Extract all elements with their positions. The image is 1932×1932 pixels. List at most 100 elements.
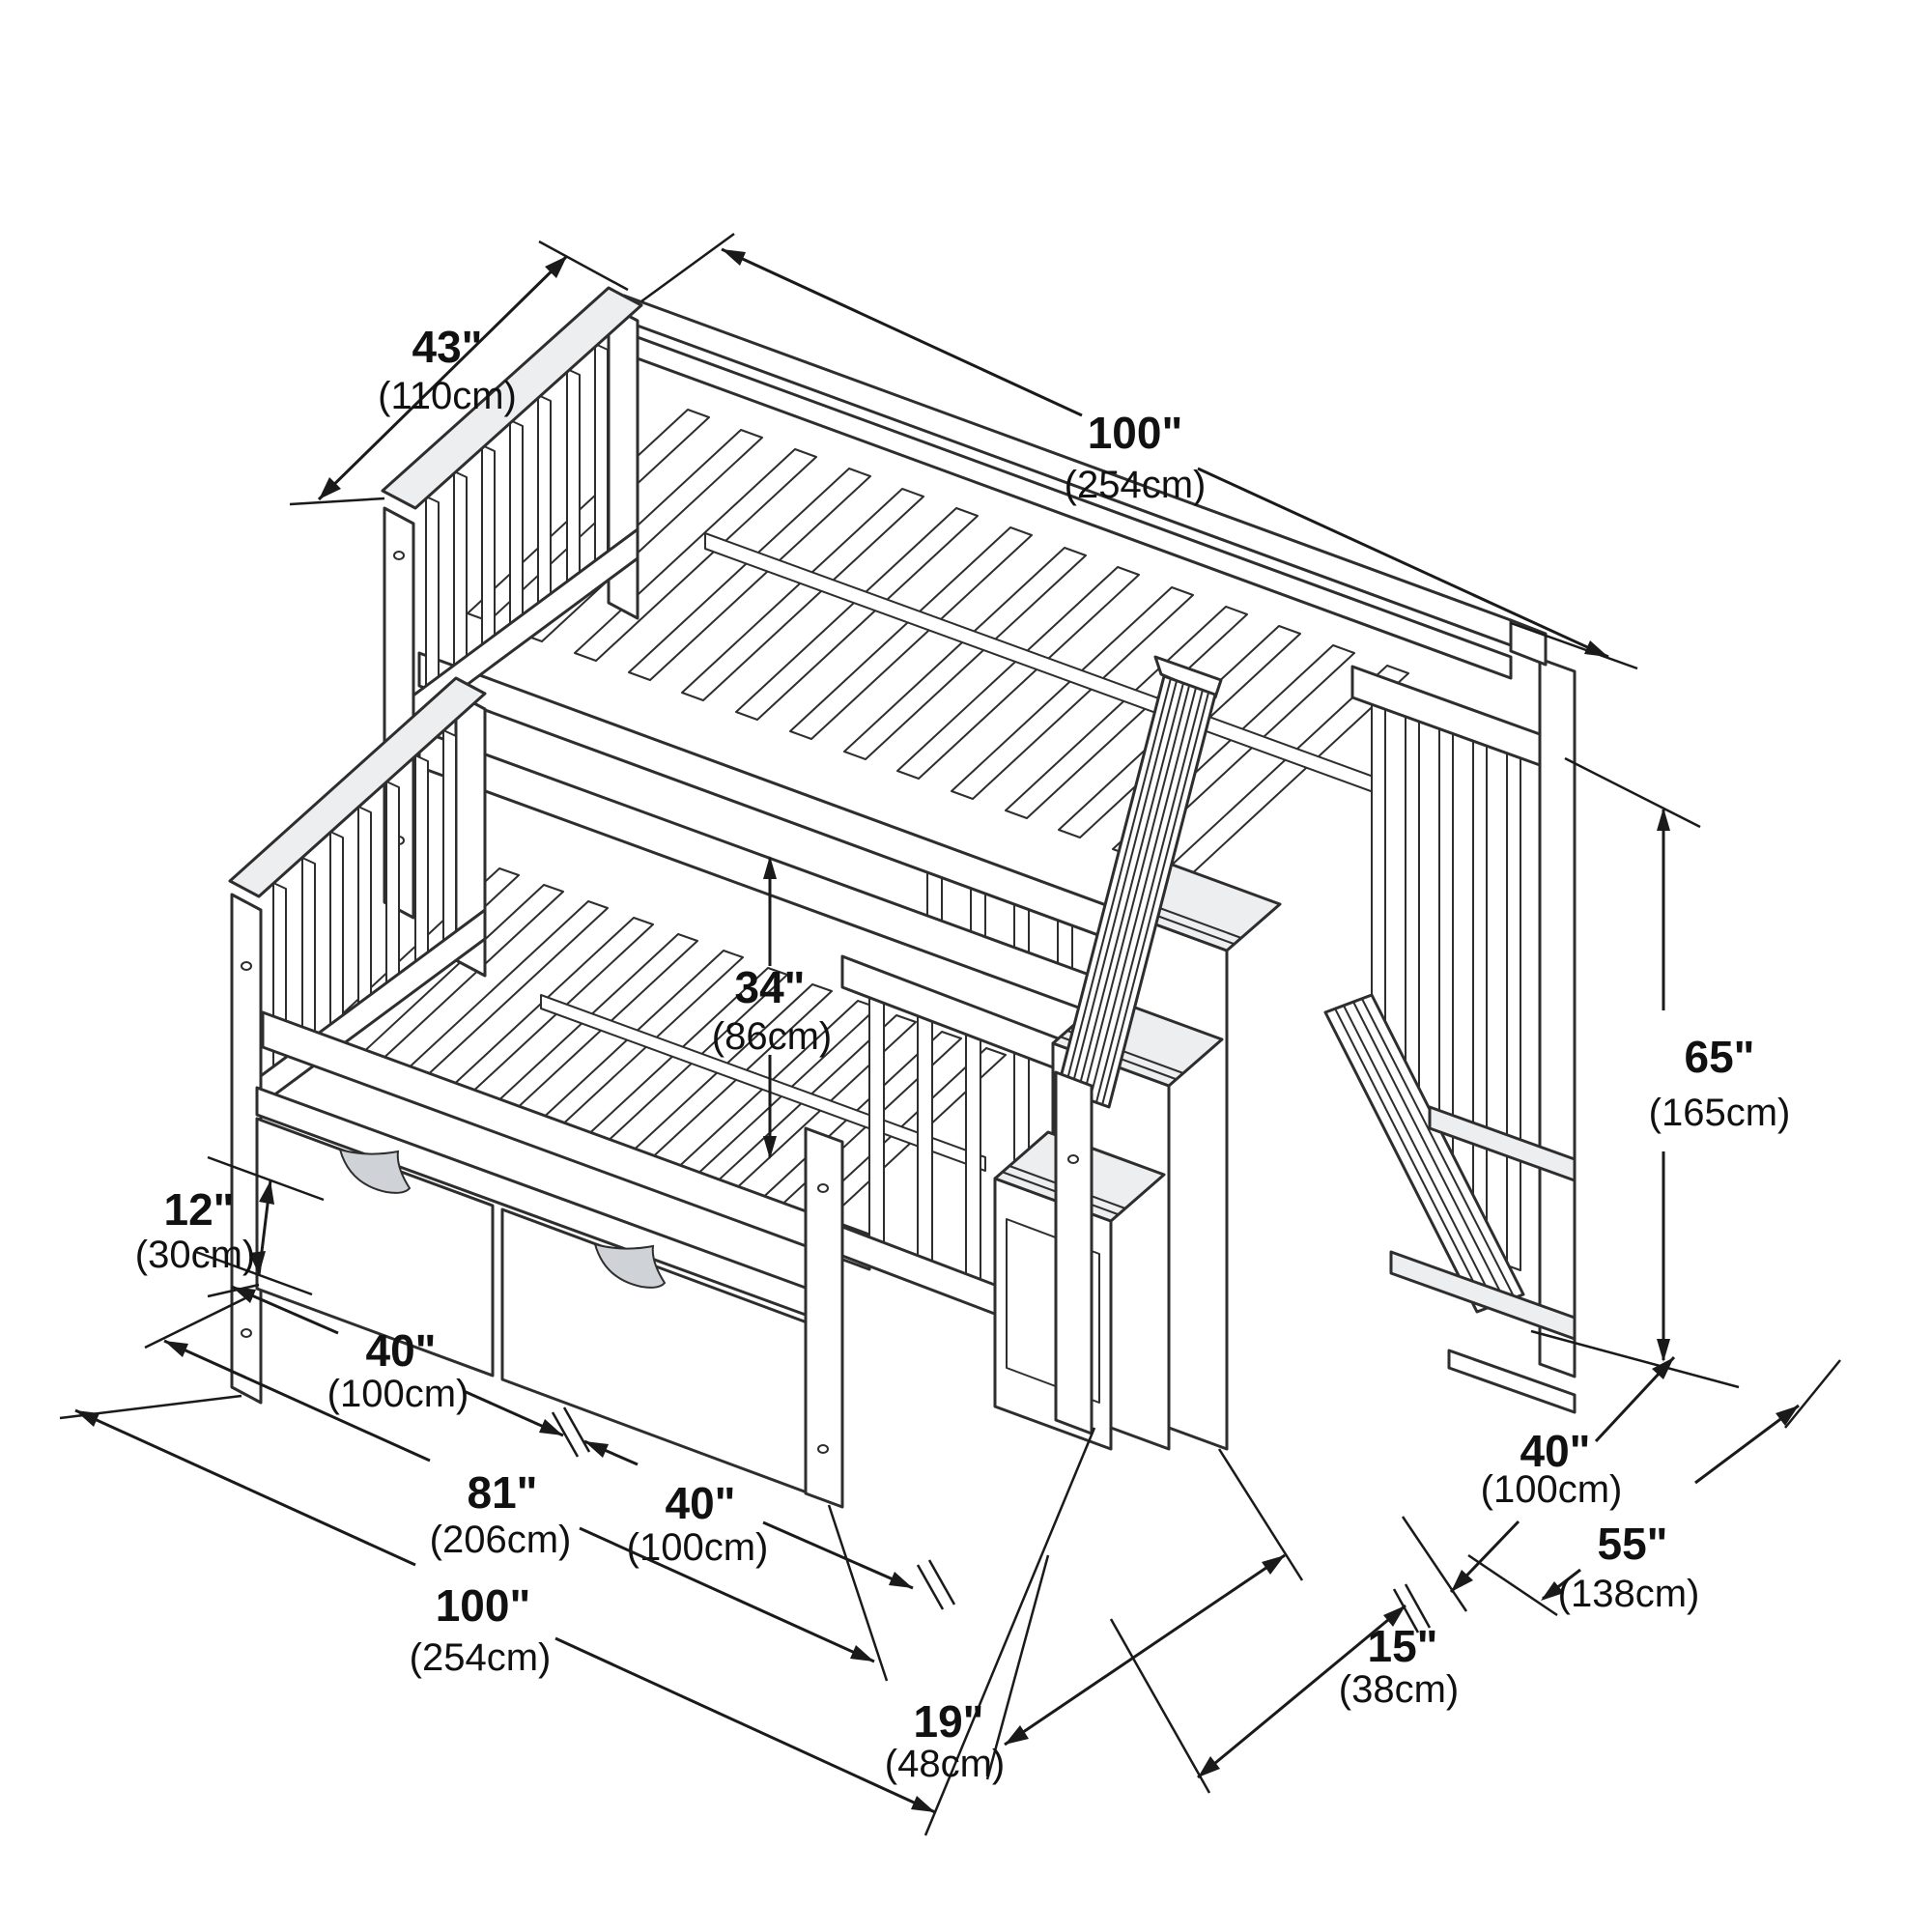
arrowhead: [164, 1341, 188, 1357]
dimension-label-cm: (206cm): [430, 1519, 572, 1561]
dimension-label-inches: 15": [1368, 1621, 1438, 1671]
extension-line: [1401, 1516, 1468, 1612]
newel-post: [1054, 1070, 1094, 1435]
stair-far-banister: [1323, 993, 1525, 1314]
dimension-bed-length: 81" (206cm): [144, 1293, 889, 1682]
extension-line: [927, 1559, 956, 1605]
headboard-baluster: [329, 831, 344, 1032]
dimension-label-cm: (254cm): [1065, 464, 1207, 506]
dimension-label-cm: (100cm): [1481, 1468, 1623, 1511]
slat: [951, 586, 1194, 800]
dimension-label-cm: (100cm): [627, 1526, 769, 1569]
screw-hole: [241, 961, 252, 971]
drawer-2-handle: [593, 1242, 667, 1289]
dimension-label-inches: 43": [412, 322, 483, 372]
extension-line: [144, 1293, 254, 1350]
arrowhead: [763, 856, 777, 879]
banister-slat-line: [1095, 689, 1204, 1103]
extension-line: [1404, 1583, 1432, 1629]
slat: [735, 507, 979, 721]
gate-baluster: [1013, 903, 1030, 954]
extension-line: [551, 1411, 580, 1458]
dimension-label-inches: 100": [436, 1580, 531, 1631]
headboard-cap: [228, 676, 487, 898]
extension-line: [1564, 756, 1701, 829]
dimension-overall-height: 65" (165cm): [1530, 756, 1790, 1389]
dimension-headboard-width: 43" (110cm): [289, 240, 629, 506]
stair-far-baluster: [1506, 753, 1521, 1271]
arrowhead: [722, 249, 746, 266]
dimension-line: [74, 1408, 416, 1567]
headboard-baluster: [537, 394, 552, 610]
headboard-baluster: [385, 781, 400, 990]
dimension-label-inches: 40": [366, 1325, 437, 1376]
dimension-line: [163, 1339, 431, 1463]
extension-line: [985, 1554, 1050, 1780]
arrowhead: [911, 1796, 935, 1812]
drawer-1-front: [255, 1117, 495, 1378]
arrowhead: [1584, 640, 1608, 657]
dimension-label-cm: (38cm): [1339, 1668, 1459, 1711]
banister-slat-line: [1069, 680, 1178, 1094]
arrowhead: [319, 477, 341, 499]
stair-near-banister: [1054, 655, 1223, 1435]
banister-band: [1323, 993, 1525, 1314]
extension-line: [916, 1564, 945, 1610]
extension-line: [1109, 1618, 1211, 1794]
dimension-label-inches: 40": [1520, 1426, 1591, 1476]
banister-slat-line: [1082, 685, 1190, 1099]
dimension-line: [554, 1636, 936, 1814]
banister-slat-line: [1076, 682, 1184, 1096]
banister-slat-line: [1089, 687, 1197, 1101]
dimension-overall-length-bottom: 100" (254cm): [59, 1394, 1096, 1836]
arrowhead: [1198, 1756, 1220, 1777]
headboard-cap: [381, 286, 643, 510]
dimension-step-depth: 15" (38cm): [1109, 1583, 1459, 1794]
dimension-line: [721, 247, 1083, 417]
headboard-baluster: [301, 857, 316, 1052]
extension-line: [207, 1283, 260, 1298]
gate-baluster: [868, 997, 885, 1244]
stair-far-baluster: [1472, 740, 1488, 1223]
arrowhead: [584, 1441, 609, 1458]
headboard-baluster: [566, 368, 581, 588]
banister-slat-line: [1352, 1001, 1506, 1302]
dimension-line: [579, 1526, 875, 1663]
headboard-baluster: [509, 419, 524, 631]
arrowhead: [1005, 1725, 1029, 1745]
screw-hole: [1067, 1154, 1079, 1164]
dimension-overall-length-top: 100" (254cm): [640, 232, 1638, 670]
arrowhead: [1657, 808, 1670, 831]
slat: [843, 547, 1087, 760]
dimension-staircase-depth: 19" (48cm): [885, 1448, 1304, 1785]
dimension-line: [1197, 467, 1609, 659]
arrowhead: [763, 1136, 777, 1159]
dimension-label-inches: 40": [666, 1478, 736, 1528]
dimension-drawer1-width: 40" (100cm): [207, 1283, 591, 1458]
dimension-label-inches: 19": [914, 1696, 984, 1747]
headboard-baluster: [357, 806, 372, 1010]
stair-far-baluster: [1438, 727, 1454, 1176]
arrowhead: [1541, 1581, 1564, 1601]
arrowhead: [889, 1572, 913, 1588]
dimension-label-cm: (138cm): [1558, 1573, 1700, 1615]
headboard-baluster: [481, 444, 496, 651]
extension-line: [1530, 1329, 1740, 1389]
dimension-label-cm: (100cm): [327, 1373, 469, 1415]
banister-slat-line: [1101, 692, 1209, 1106]
dimension-label-inches: 12": [164, 1184, 235, 1235]
side-rail: [261, 1010, 871, 1271]
slat: [681, 488, 924, 701]
arrowhead: [1776, 1406, 1799, 1426]
stair-far-rail: [1350, 665, 1542, 767]
arrowhead: [539, 1419, 563, 1435]
slat: [628, 468, 871, 681]
dimension-label-inches: 34": [735, 962, 806, 1012]
dimension-label-cm: (30cm): [135, 1234, 255, 1276]
dimension-overall-width: 55" (138cm): [1467, 1359, 1841, 1617]
head-post-near: [230, 893, 263, 1405]
stair-far-post: [1538, 657, 1577, 1378]
extension-line: [289, 497, 385, 506]
extension-line: [195, 1250, 313, 1296]
